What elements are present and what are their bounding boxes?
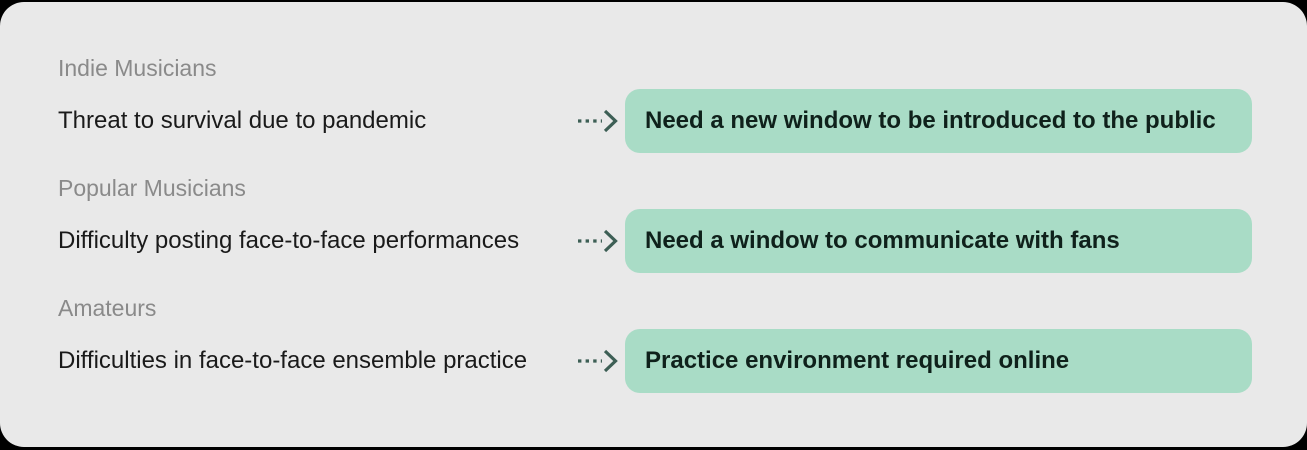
row-amateurs: Amateurs Difficulties in face-to-face en… bbox=[0, 297, 1307, 393]
need-text: Need a new window to be introduced to th… bbox=[645, 107, 1216, 134]
problem-text: Threat to survival due to pandemic bbox=[58, 107, 427, 134]
dotted-arrow-icon bbox=[578, 229, 618, 253]
need-text: Need a window to communicate with fans bbox=[645, 227, 1120, 254]
need-box: Practice environment required online bbox=[625, 329, 1252, 393]
group-label: Indie Musicians bbox=[58, 55, 217, 81]
row-popular-musicians: Popular Musicians Difficulty posting fac… bbox=[0, 177, 1307, 273]
dotted-arrow-icon bbox=[578, 349, 618, 373]
need-box: Need a new window to be introduced to th… bbox=[625, 89, 1252, 153]
problem-text: Difficulty posting face-to-face performa… bbox=[58, 227, 520, 254]
group-label: Popular Musicians bbox=[58, 175, 246, 201]
problem-text: Difficulties in face-to-face ensemble pr… bbox=[58, 347, 528, 374]
problem-column: Amateurs Difficulties in face-to-face en… bbox=[58, 297, 577, 375]
problem-column: Indie Musicians Threat to survival due t… bbox=[58, 57, 577, 135]
need-box: Need a window to communicate with fans bbox=[625, 209, 1252, 273]
problem-column: Popular Musicians Difficulty posting fac… bbox=[58, 177, 577, 255]
dotted-arrow-icon bbox=[578, 109, 618, 133]
row-indie-musicians: Indie Musicians Threat to survival due t… bbox=[0, 57, 1307, 153]
group-label: Amateurs bbox=[58, 295, 157, 321]
need-text: Practice environment required online bbox=[645, 347, 1070, 374]
